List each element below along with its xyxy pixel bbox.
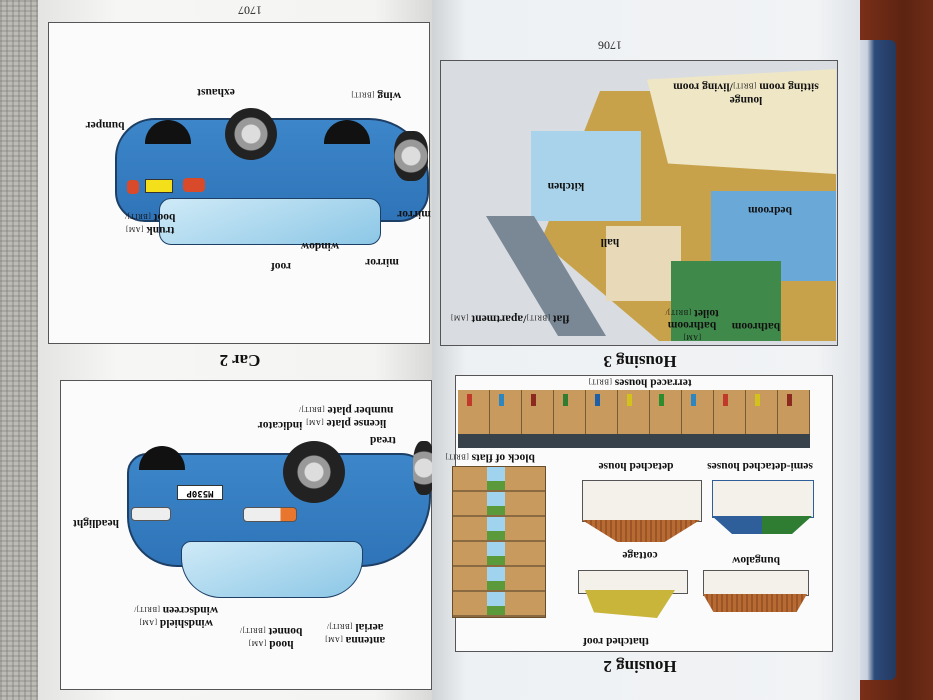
label-number-plate: license plate [AM] number plate [BRIT]/ [298,404,394,429]
detached-roof [582,520,700,542]
fabric-background [0,0,44,700]
label-boot-trunk: trunk [AM] boot [BRIT]/ [124,211,176,236]
car-front-panel: M530P [60,380,435,690]
section-title-car-2: Car 2 [219,351,261,370]
housing3-panel [440,60,838,346]
door [595,394,601,406]
label-bedroom: bedroom [748,204,792,216]
detached-house-illustration [582,480,702,522]
terraced-houses-illustration [458,390,810,434]
label-detached-house: detached house [598,460,674,472]
door [627,394,633,406]
terraced-house [778,390,810,434]
door [563,394,569,406]
terraced-house [746,390,778,434]
door [467,394,473,406]
section-title-housing-2: Housing 2 [603,657,677,676]
label-tread: tread [370,434,396,446]
label-indicator: indicator [257,419,303,431]
front-wheel-far [413,441,435,495]
label-bonnet: hood [AM] bonnet [BRIT]/ [239,625,303,650]
terraced-house [682,390,714,434]
semi-detached-illustration [712,480,814,518]
label-bathroom: bathroom [731,320,781,332]
door [691,394,697,406]
label-kitchen: kitchen [547,180,585,192]
label-bungalow: bungalow [732,554,780,566]
rear-wheel [225,108,277,160]
door [755,394,761,406]
label-wing: wing [BRIT] [350,89,402,102]
label-mirror-side: mirror [397,208,431,220]
label-block-of-flats: block of flats [BRIT] [445,451,535,464]
license-plate: M530P [177,485,223,500]
terraced-house [490,390,522,434]
wheel-top [139,446,185,470]
bathroom [671,261,781,341]
bungalow-roof [703,594,807,612]
car-rear-panel [48,22,430,344]
street [458,434,810,448]
headlight-lamp [243,507,297,522]
label-lounge: sitting room [BRIT]/living room [673,80,819,93]
label-terraced-houses: terraced houses [BRIT] [588,376,692,389]
windscreen [181,541,363,598]
door [787,394,793,406]
label-roof: roof [270,260,292,272]
label-cottage: cottage [622,549,658,561]
front-wheel [283,441,345,503]
label-semi-detached: semi-detached houses [707,460,813,472]
headlight-lamp [131,507,171,521]
terraced-house [586,390,618,434]
door [531,394,537,406]
label-mirror: mirror [365,256,399,268]
door [499,394,505,406]
terraced-house [618,390,650,434]
hall [606,226,681,301]
section-title-housing-3: Housing 3 [603,352,677,371]
page-number-right: 1706 [598,38,622,53]
terraced-house [554,390,586,434]
label-thatched-roof: thatched roof [583,635,649,647]
door [723,394,729,406]
rear-window [159,198,381,245]
rear-plate [145,179,173,193]
tail-light [127,180,139,194]
terraced-house [458,390,490,434]
terraced-house [714,390,746,434]
label-sitting-room: lounge [729,94,763,106]
label-aerial: antenna [AM] aerial [BRIT]/ [324,621,386,646]
terraced-house [522,390,554,434]
semi-detached-roof [712,516,812,534]
page-number-left: 1707 [238,3,262,18]
door [659,394,665,406]
label-hall: hall [600,236,620,248]
label-window: window [300,240,340,252]
kitchen [531,131,641,221]
label-exhaust: exhaust [197,86,235,98]
label-windscreen: windshield [AM] windscreen [BRIT]/ [133,604,219,629]
sitting-room [647,69,836,174]
terraced-house [650,390,682,434]
label-bumper: bumper [85,119,125,131]
label-toilet: [AM] bathroom toilet [BRIT]/ [665,307,719,341]
rear-wheel-far [394,131,428,181]
tail-light [183,178,205,192]
bungalow-illustration [703,570,809,596]
label-flat: flat [BRIT]/apartment [AM] [450,312,570,325]
block-of-flats-illustration [452,466,546,618]
label-headlight: headlight [72,517,120,529]
